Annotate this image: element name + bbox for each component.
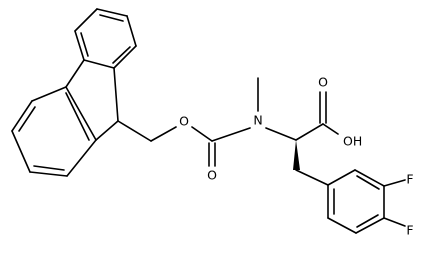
bond (29, 171, 68, 177)
bond (191, 126, 213, 142)
benzyl-linker (295, 169, 329, 186)
bond (354, 169, 385, 187)
bond (74, 8, 98, 32)
double-bond-inner (356, 175, 380, 190)
bond (31, 86, 67, 102)
carboxylic-acid (295, 91, 339, 141)
bond (265, 127, 297, 141)
fluorene-lower-ring (11, 86, 97, 177)
bond (74, 30, 85, 61)
double-bond-inner (80, 32, 89, 57)
n-methyl-group (257, 77, 297, 141)
double-bond-inner (18, 106, 36, 132)
difluorophenyl-ring (327, 169, 406, 234)
bond (113, 67, 119, 122)
bond (65, 86, 97, 141)
bond (113, 45, 137, 69)
bond (383, 217, 406, 227)
bond (96, 8, 128, 17)
fluorene-five-ring (65, 59, 119, 141)
bond (211, 127, 251, 142)
bond (126, 15, 137, 47)
double-bond-inner (356, 214, 379, 228)
bond (83, 59, 115, 69)
bond (322, 123, 339, 135)
bond (11, 100, 33, 132)
atom-label-nitrogen: N (253, 113, 262, 128)
atom-label-carbonyl-oxygen: O (207, 168, 217, 183)
stereo-wedge-bond (293, 140, 300, 170)
fluorene-upper-ring (74, 8, 137, 69)
bond (117, 120, 152, 142)
double-bond-inner (65, 92, 90, 141)
bond (327, 217, 357, 234)
bond (295, 169, 329, 186)
bond (11, 130, 31, 173)
atom-label-fluorine-top: F (406, 172, 413, 187)
bond (66, 139, 97, 177)
bond (383, 179, 406, 187)
atom-label-fluorine-bottom: F (406, 223, 413, 238)
bond (65, 59, 85, 88)
atom-label-carboxyl-oxygen: O (318, 75, 328, 90)
bond (295, 123, 324, 141)
bond (355, 217, 385, 234)
bond (327, 169, 356, 186)
double-bond-inner (33, 165, 65, 171)
double-bond-inner (99, 14, 124, 22)
atom-label-hydroxyl: OH (343, 134, 362, 149)
atom-label-ester-oxygen: O (179, 114, 189, 129)
bond (150, 126, 177, 142)
double-bond-inner (112, 46, 131, 64)
carbamate-linker (117, 120, 251, 167)
bond (95, 120, 119, 141)
